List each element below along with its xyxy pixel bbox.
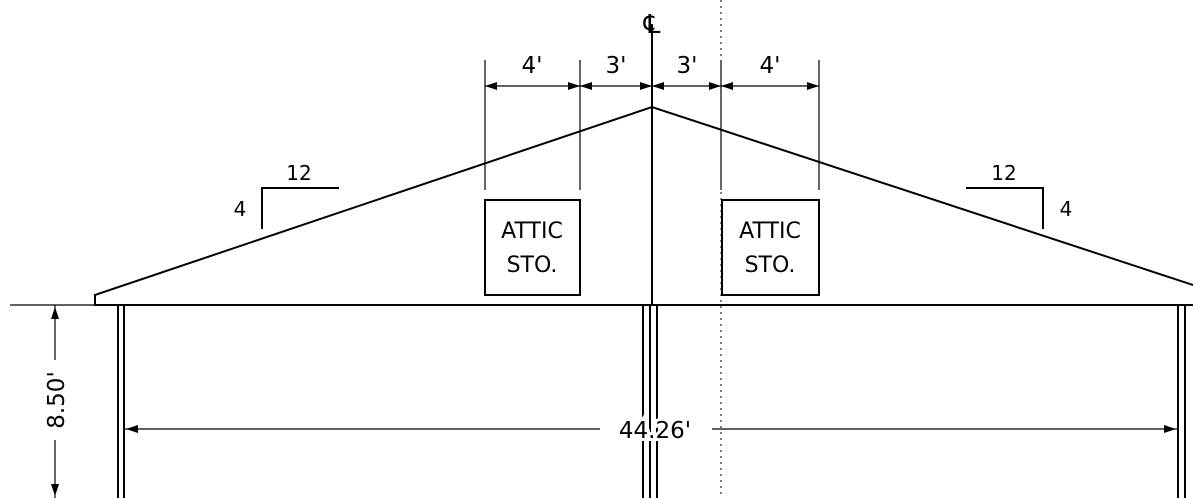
roof-outline bbox=[93, 105, 1193, 297]
arrowhead bbox=[652, 82, 664, 90]
slope-indicator-right bbox=[966, 187, 1044, 229]
arrowhead bbox=[580, 82, 592, 90]
attic-left-line2: STO. bbox=[507, 253, 558, 278]
arrowhead bbox=[568, 82, 580, 90]
arrowhead bbox=[51, 484, 59, 496]
arrowhead bbox=[126, 425, 138, 433]
arrowhead bbox=[1164, 425, 1176, 433]
slope-right-run: 12 bbox=[991, 161, 1016, 185]
attic-left-line1: ATTIC bbox=[501, 219, 563, 244]
slope-left-rise: 4 bbox=[234, 197, 247, 221]
dim-left-outer: 4' bbox=[522, 53, 543, 79]
height-label-gap bbox=[44, 360, 66, 440]
arrowhead bbox=[640, 82, 652, 90]
total-width-label: 44.26' bbox=[619, 418, 691, 444]
attic-right-line1: ATTIC bbox=[739, 219, 801, 244]
wall-height-label: 8.50' bbox=[44, 371, 70, 429]
attic-storage-left-box bbox=[484, 199, 581, 296]
attic-right-line2: STO. bbox=[745, 253, 796, 278]
arrowhead bbox=[807, 82, 819, 90]
arrowhead bbox=[485, 82, 497, 90]
dim-right-inner: 3' bbox=[677, 53, 698, 79]
attic-storage-right-box bbox=[721, 199, 820, 296]
slope-left-run: 12 bbox=[286, 161, 311, 185]
centerline-symbol: ℄ bbox=[643, 10, 661, 40]
dim-right-outer: 4' bbox=[760, 53, 781, 79]
slope-indicator-left bbox=[261, 187, 339, 229]
roof-slope-left bbox=[94, 294, 1193, 306]
slope-right-rise: 4 bbox=[1060, 197, 1073, 221]
arrowhead bbox=[721, 82, 733, 90]
dim-left-inner: 3' bbox=[606, 53, 627, 79]
arrowhead bbox=[709, 82, 721, 90]
arrowhead bbox=[51, 307, 59, 319]
